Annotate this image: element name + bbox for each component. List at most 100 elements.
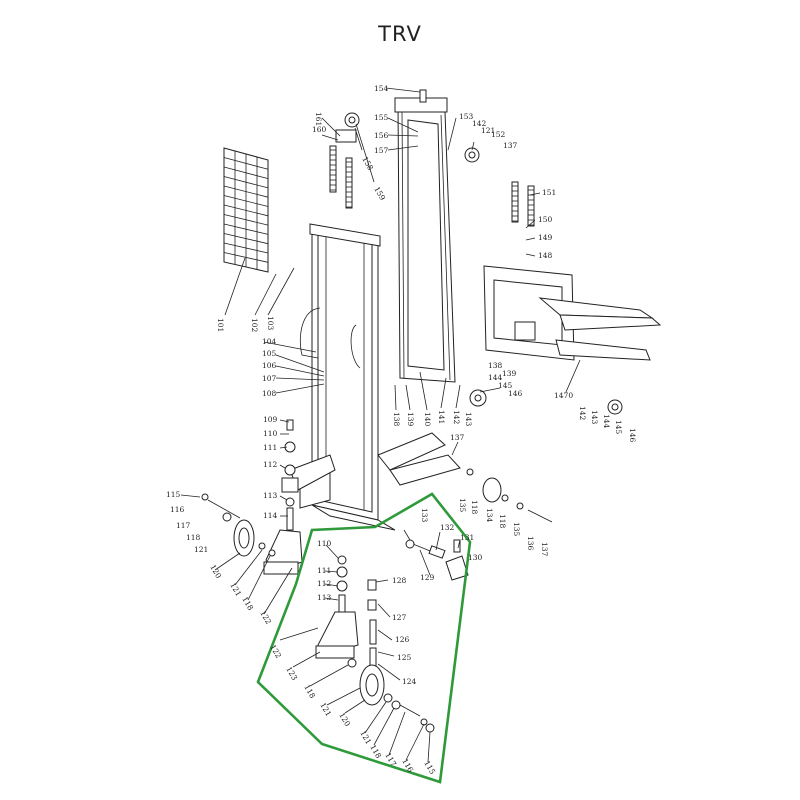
part-label-118: 118: [186, 533, 201, 542]
part-label-121: 121: [358, 729, 373, 746]
part-label-112: 112: [317, 579, 332, 588]
warning-label-plate: [223, 147, 269, 273]
part-label-145: 145: [498, 381, 513, 390]
part-label-105: 105: [262, 349, 277, 358]
part-label-113: 113: [263, 491, 278, 500]
diagram-title: TRV: [378, 22, 422, 46]
part-label-116: 116: [400, 757, 415, 774]
part-label-139: 139: [406, 412, 415, 427]
part-label-126: 126: [395, 635, 410, 644]
part-label-111: 111: [263, 443, 277, 452]
part-label-144: 144: [488, 373, 503, 382]
part-label-135: 135: [512, 522, 521, 537]
part-label-118: 118: [498, 514, 507, 529]
pedal-pump-assembly: [315, 539, 469, 733]
rear-wheel-assembly: [466, 468, 553, 523]
part-label-101: 101: [216, 318, 225, 332]
part-label-116: 116: [170, 505, 185, 514]
part-label-139: 139: [502, 369, 517, 378]
part-label-114: 114: [263, 511, 278, 520]
left-wheel-assembly: [201, 419, 303, 575]
part-label-128: 128: [392, 576, 407, 585]
part-label-153: 153: [459, 112, 474, 121]
part-label-103: 103: [266, 316, 275, 331]
part-label-146: 146: [628, 428, 637, 443]
part-label-129: 129: [420, 573, 435, 582]
part-label-121: 121: [318, 701, 333, 718]
part-label-109: 109: [263, 415, 278, 424]
inner-mast: [394, 97, 456, 383]
part-label-144: 144: [602, 414, 611, 429]
part-label-143: 143: [464, 412, 473, 427]
part-label-158: 158: [360, 155, 375, 172]
part-label-151: 151: [542, 188, 556, 197]
highlight-outline: [256, 492, 472, 784]
leader-lines: [180, 87, 581, 763]
part-label-143: 143: [590, 410, 599, 425]
part-label-130: 130: [468, 553, 483, 562]
part-label-121: 121: [194, 545, 208, 554]
part-label-160: 160: [312, 125, 327, 134]
part-label-150: 150: [538, 215, 553, 224]
part-label-120: 120: [337, 711, 352, 728]
part-label-142: 142: [472, 119, 487, 128]
part-label-112: 112: [263, 460, 278, 469]
main-frame: [281, 223, 461, 531]
part-label-118: 118: [302, 683, 317, 700]
part-label-110: 110: [263, 429, 278, 438]
part-label-157: 157: [374, 146, 389, 155]
part-label-113: 113: [317, 593, 332, 602]
part-label-110: 110: [317, 539, 332, 548]
part-label-106: 106: [262, 361, 277, 370]
part-label-132: 132: [440, 523, 455, 532]
part-label-118: 118: [368, 743, 383, 760]
part-label-133: 133: [420, 508, 429, 523]
part-label-136: 136: [526, 536, 535, 551]
part-label-134: 134: [485, 508, 494, 523]
fork-carriage: [483, 265, 662, 361]
part-label-122: 122: [258, 609, 273, 626]
chain-anchor-bracket: [335, 129, 357, 143]
part-label-121: 121: [481, 126, 495, 135]
part-label-131: 131: [460, 533, 474, 542]
part-label-117: 117: [176, 521, 191, 530]
part-label-149: 149: [538, 233, 553, 242]
part-label-111: 111: [317, 566, 331, 575]
part-label-159: 159: [372, 185, 387, 202]
part-label-148: 148: [538, 251, 553, 260]
part-label-125: 125: [397, 653, 412, 662]
part-label-145: 145: [614, 420, 623, 435]
part-label-135: 135: [458, 498, 467, 513]
part-label-138: 138: [392, 412, 401, 427]
part-label-121: 121: [228, 581, 243, 598]
part-label-152: 152: [491, 130, 506, 139]
part-label-123: 123: [284, 665, 299, 682]
part-label-154: 154: [374, 84, 389, 93]
lift-chains: [329, 145, 535, 227]
part-label-141: 141: [437, 410, 446, 424]
top-bolt: [419, 89, 427, 103]
part-label-108: 108: [262, 389, 277, 398]
part-label-1470: 1470: [554, 391, 573, 400]
part-label-104: 104: [262, 337, 277, 346]
part-label-140: 140: [423, 412, 432, 427]
part-label-142: 142: [578, 406, 587, 421]
part-label-137: 137: [503, 141, 518, 150]
part-label-102: 102: [250, 318, 259, 333]
part-label-115: 115: [422, 759, 437, 776]
part-label-155: 155: [374, 113, 389, 122]
part-label-156: 156: [374, 131, 389, 140]
part-label-137: 137: [450, 433, 465, 442]
part-label-137: 137: [540, 542, 549, 557]
part-label-118: 118: [470, 500, 479, 515]
part-label-115: 115: [166, 490, 181, 499]
part-label-107: 107: [262, 374, 277, 383]
part-label-124: 124: [402, 677, 417, 686]
part-label-142: 142: [452, 410, 461, 425]
part-label-161: 161: [314, 112, 323, 126]
part-label-146: 146: [508, 389, 523, 398]
part-label-118: 118: [240, 595, 255, 612]
part-label-127: 127: [392, 613, 407, 622]
part-label-138: 138: [488, 361, 503, 370]
